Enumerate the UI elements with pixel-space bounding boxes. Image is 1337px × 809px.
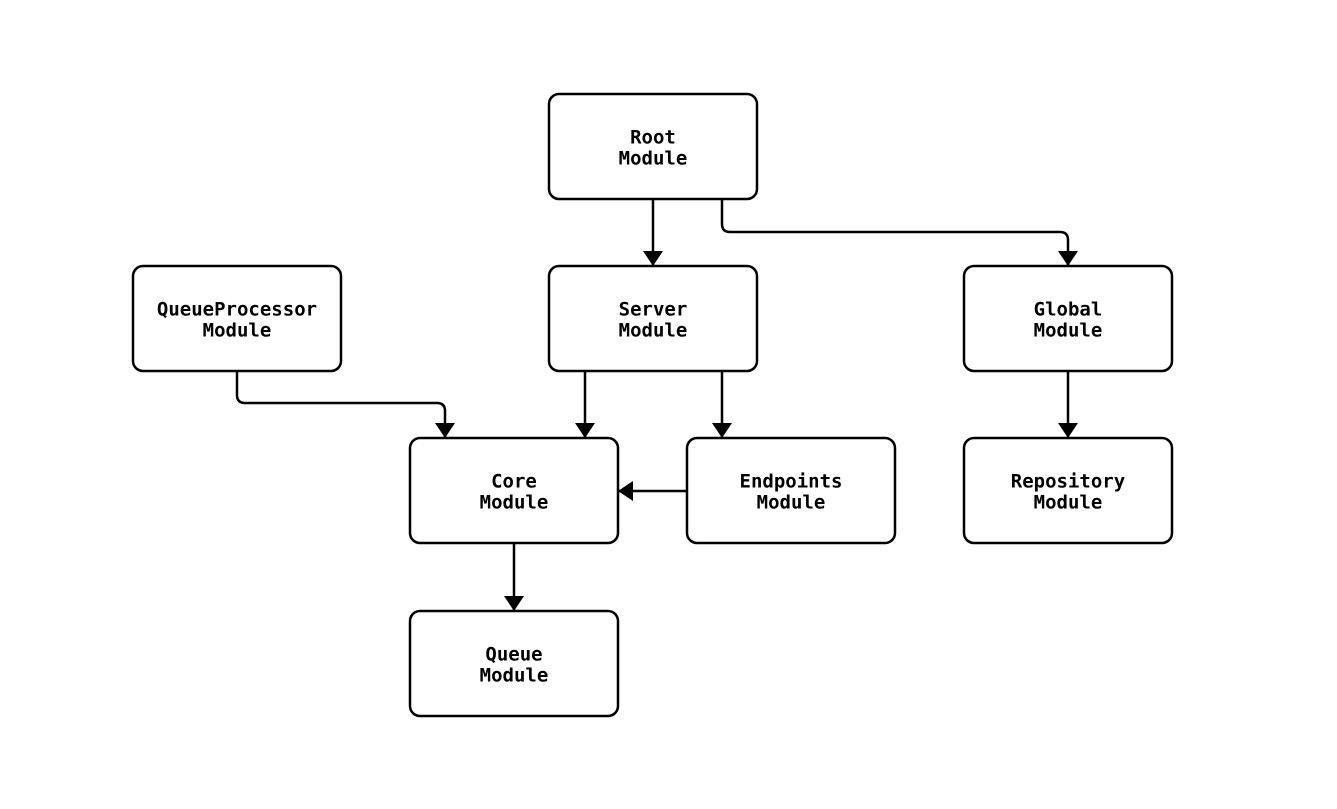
edge-global-to-repository — [1058, 371, 1078, 438]
arrowhead-icon — [1058, 251, 1078, 266]
arrowhead-icon — [1058, 423, 1078, 438]
node-label-line-1: Repository — [1011, 471, 1125, 493]
node-label-line-2: Module — [480, 665, 549, 687]
node-label-line-1: Queue — [485, 644, 542, 666]
edge-queueprocessor-to-core — [235, 371, 455, 438]
arrowhead-icon — [435, 423, 455, 438]
node-box — [962, 436, 1174, 545]
node-label-line-1: Global — [1034, 299, 1103, 321]
edge-root-to-server — [643, 199, 663, 266]
node-box — [962, 264, 1174, 373]
node-label-line-1: Endpoints — [740, 471, 843, 493]
arrowhead-icon — [643, 251, 663, 266]
node-label-line-1: Server — [619, 299, 688, 321]
arrowhead-icon — [575, 423, 595, 438]
node-box — [408, 609, 620, 718]
node-box — [685, 436, 897, 545]
node-box — [131, 264, 343, 373]
node-box — [547, 92, 759, 201]
arrowhead-icon — [618, 481, 633, 501]
arrowhead-icon — [504, 596, 524, 611]
edge-server-to-core — [575, 371, 595, 438]
node-label-line-2: Module — [1034, 492, 1103, 514]
node-label-line-1: QueueProcessor — [157, 299, 317, 321]
edge-line — [720, 199, 1070, 266]
edge-server-to-endpoints — [712, 371, 732, 438]
edge-root-to-global — [720, 199, 1078, 266]
node-label-line-2: Module — [480, 492, 549, 514]
node-label-line-2: Module — [203, 320, 272, 342]
node-box — [408, 436, 620, 545]
arrowhead-icon — [712, 423, 732, 438]
node-label-line-2: Module — [1034, 320, 1103, 342]
node-label-line-2: Module — [757, 492, 826, 514]
node-label-line-1: Core — [491, 471, 537, 493]
node-label-line-1: Root — [630, 127, 676, 149]
edge-line — [235, 371, 447, 438]
node-box — [547, 264, 759, 373]
node-label-line-2: Module — [619, 320, 688, 342]
edge-core-to-queue — [504, 543, 524, 611]
node-label-line-2: Module — [619, 148, 688, 170]
edge-endpoints-to-core — [618, 481, 687, 501]
